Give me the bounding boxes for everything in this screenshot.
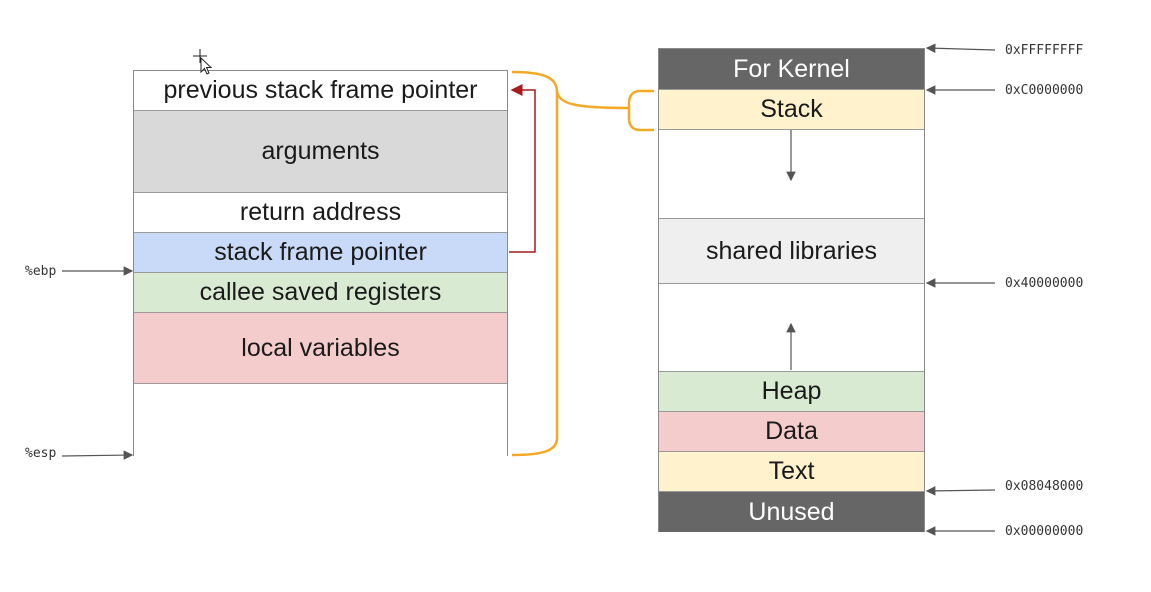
row-callee-saved-registers: callee saved registers xyxy=(134,273,507,313)
region-shared-libraries: shared libraries xyxy=(659,219,924,284)
frame-pointer-link-arrow xyxy=(509,84,536,253)
row-stack-frame-pointer: stack frame pointer xyxy=(134,233,507,273)
ebp-label: %ebp xyxy=(25,264,57,279)
region-unused: Unused xyxy=(659,492,924,532)
address-text: 0x08048000 xyxy=(1005,479,1084,494)
row-empty xyxy=(134,384,507,456)
row-local-variables: local variables xyxy=(134,313,507,384)
row-arguments: arguments xyxy=(134,111,507,193)
row-previous-stack-frame-pointer: previous stack frame pointer xyxy=(134,71,507,111)
region-stack: Stack xyxy=(659,90,924,130)
esp-arrow xyxy=(61,450,134,460)
region-for-kernel: For Kernel xyxy=(659,49,924,90)
address-bottom: 0x00000000 xyxy=(1005,524,1084,539)
stack-frame-bracket xyxy=(511,70,559,457)
stack-frame-box: previous stack frame pointer arguments r… xyxy=(133,70,508,456)
row-return-address: return address xyxy=(134,193,507,233)
address-top-arrow xyxy=(925,43,996,54)
address-text-arrow xyxy=(925,486,996,496)
address-stack: 0xC0000000 xyxy=(1005,83,1084,98)
stack-region-bracket xyxy=(627,89,654,132)
region-heap: Heap xyxy=(659,372,924,412)
region-text: Text xyxy=(659,452,924,492)
address-top: 0xFFFFFFFF xyxy=(1005,43,1084,58)
bracket-connector xyxy=(555,91,629,110)
address-shared: 0x40000000 xyxy=(1005,276,1084,291)
mouse-cursor-icon xyxy=(193,49,213,75)
region-data: Data xyxy=(659,412,924,452)
esp-label: %esp xyxy=(25,446,57,461)
